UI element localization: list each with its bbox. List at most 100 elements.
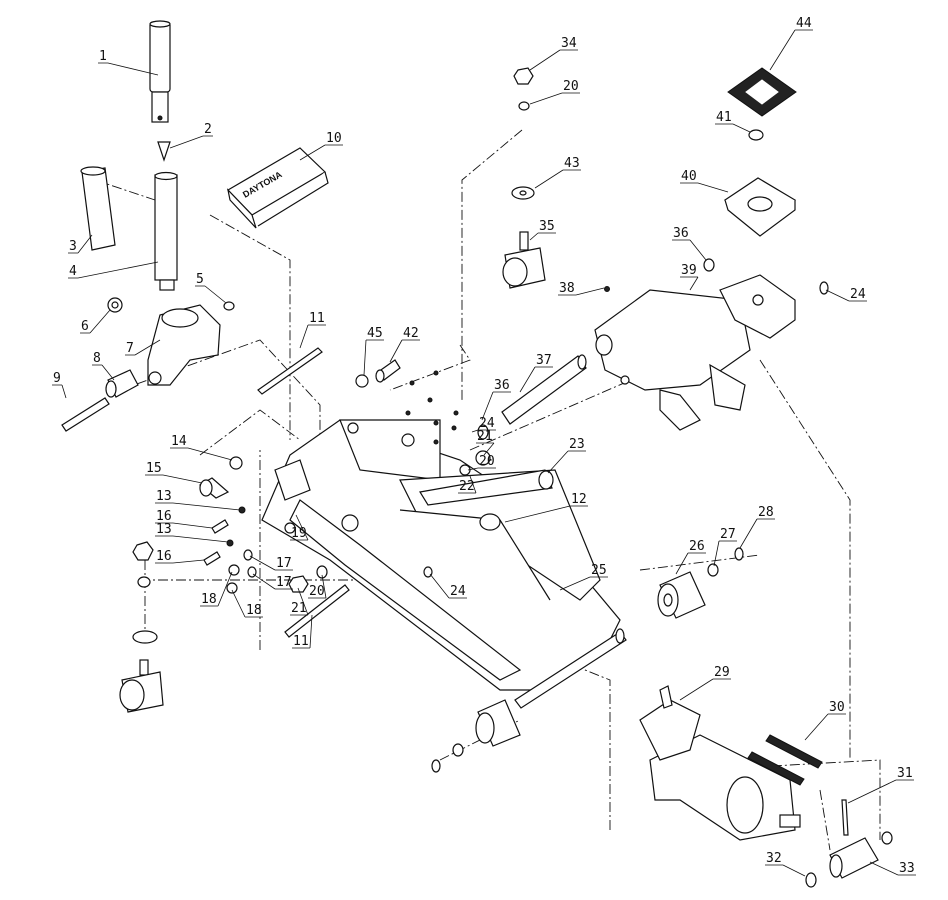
callout-22: 22 [458,475,477,494]
callout-number: 9 [53,371,61,386]
part-28-clip [734,547,744,561]
callout-12: 12 [504,492,588,523]
callout-number: 31 [897,766,913,781]
callout-10: 10 [299,131,343,161]
callout-number: 14 [171,434,187,449]
callout-number: 25 [591,563,607,578]
part-31-pin [841,799,849,836]
callout-number: 34 [561,36,577,51]
callout-28: 28 [739,505,775,549]
callout-45: 45 [363,326,384,376]
callout-26: 26 [675,539,706,575]
callout-number: 7 [126,341,134,356]
part-39-saddle-arm [594,289,751,431]
callout-number: 40 [681,169,697,184]
callout-6: 6 [80,309,111,334]
callout-leader-line [847,779,914,804]
callout-20: 20 [308,574,327,599]
callout-leader-line [52,384,67,399]
callout-leader-line [92,364,115,381]
callout-leader-line [804,713,846,741]
callout-8: 8 [92,351,115,381]
part-12-pin-boss [479,513,501,531]
callout-7: 7 [125,339,161,356]
callout-leader-line [672,239,707,261]
callout-36: 36 [672,226,707,261]
callout-17: 17 [252,573,293,590]
callout-leader-line [825,289,867,302]
callout-number: 23 [569,437,585,452]
callout-number: 44 [796,16,812,31]
rear-axle-shaft [514,628,627,709]
callout-leader-line [679,678,731,701]
part-26-rear-wheel [657,571,706,619]
part-27-washer [707,563,719,577]
part-44-saddle-pad [727,67,797,117]
callout-leader-line [308,574,327,599]
callout-leader-line [680,276,699,291]
part-29-hydraulic-pump [639,685,801,841]
part-17-washer-a [243,549,253,561]
part-24-clip-right [819,281,829,295]
callout-leader-line [145,474,203,484]
callout-21: 21 [476,429,495,456]
part-38-screw [604,286,610,292]
callout-13: 13 [155,522,229,543]
callout-23: 23 [547,437,586,474]
callout-44: 44 [769,16,813,71]
callout-leader-line [529,49,578,71]
callout-leader-line [170,447,233,461]
callout-leader-line [169,135,213,149]
callout-13: 13 [155,489,241,511]
callout-number: 35 [539,219,555,234]
callout-33: 33 [869,861,916,876]
callout-leader-line [125,339,161,356]
callout-30: 30 [804,700,846,741]
callout-18: 18 [231,589,263,618]
callout-number: 41 [716,110,732,125]
callout-21: 21 [290,587,309,616]
callout-leader-line [249,555,293,571]
callout-number: 42 [403,326,419,341]
callout-number: 30 [829,700,845,715]
part-6-handle-yoke [147,304,221,386]
callout-leader-line [481,391,511,421]
part-34-nut [513,67,534,85]
callout-20: 20 [467,454,496,471]
main-frame-chassis [261,419,621,691]
part-42-bolt [375,359,401,383]
callout-number: 12 [571,492,587,507]
part-15-bolt [198,477,230,499]
callout-leader-line [155,535,229,543]
part-36-clip-left [477,424,489,440]
callout-leader-line [467,467,496,471]
callout-36: 36 [481,378,511,421]
part-20-washer-top [518,101,530,111]
callout-number: 27 [720,527,736,542]
part-36-clip-right [703,258,715,272]
callout-3: 3 [68,234,93,254]
callout-41: 41 [715,110,751,133]
callout-number: 22 [459,479,475,494]
callout-leader-line [299,324,326,349]
callout-leader-line [547,450,586,474]
callout-42: 42 [389,326,420,363]
small-bolts-cluster [405,370,459,445]
callout-leader-line [869,861,916,876]
callout-27: 27 [713,527,737,567]
callout-24: 24 [471,416,496,433]
callout-leader-line [559,576,608,591]
callout-40: 40 [680,169,729,193]
callout-43: 43 [534,156,581,189]
part-9-shaft [61,397,110,432]
callout-leader-line [713,540,737,567]
callout-29: 29 [679,665,731,701]
callout-leader-line [98,62,159,76]
part-35-caster [502,231,546,289]
part-16-bolt-a [211,519,229,534]
callout-leader-line [519,366,553,393]
part-11-shaft-lower [284,584,350,638]
saddle-mount-block [719,274,796,339]
callout-number: 5 [196,272,204,287]
